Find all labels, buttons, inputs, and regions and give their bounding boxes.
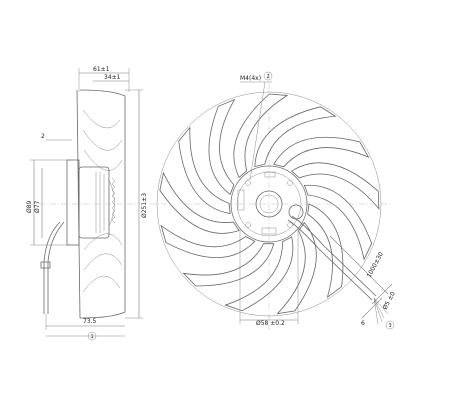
cable-icon [287,204,389,325]
cable-run-a [287,219,373,301]
callout-3-circle [385,320,395,330]
blade-profile [83,253,123,271]
hub-fins [111,177,116,224]
cable-wire-ends [373,297,389,325]
impeller-blade [291,162,380,210]
impeller-blade [273,136,370,168]
impeller-blade [182,243,275,287]
impeller-blades [159,93,380,315]
mount-thread-label: M4(4x) [240,75,261,82]
impeller-back-edge [79,89,126,319]
dia-hub-b-label: Ø77 [34,200,41,213]
callout-2-label: 2 [267,74,270,80]
blade-profile [83,149,123,171]
shaft [259,194,279,214]
dia-hub-a-label: Ø89 [26,200,33,213]
rating-label-bottom [261,227,277,235]
mount-hole-3 [245,222,251,228]
impeller-blade [254,106,337,168]
shaft-bore [255,190,283,218]
bolt-circle-label: Ø58 ±0.2 [256,320,285,327]
wire-strip-b-label: 6 [361,320,365,327]
mount-hole-2 [287,180,293,186]
motor-housing [230,165,308,243]
blade-profile [83,233,123,251]
callout-2-circle [263,71,273,81]
dim-line-wire-strip-b [361,297,383,319]
hub-body [78,166,110,239]
side-view: 61±1 34±1 2 Ø89 Ø77 Ø251±3 [26,66,148,341]
flange-offset-label: 2 [41,133,45,140]
impeller-blade [224,236,294,312]
mount-hole-4 [287,222,293,228]
rating-label-left [237,189,245,211]
impeller-blade [160,224,256,258]
mount-hole-1 [245,180,251,186]
hub-cap [108,179,115,227]
cable-run-b [291,215,377,297]
callout-3-label: 3 [389,323,392,329]
dim-line-wire-strip-a [371,283,393,305]
impeller-blade [276,221,317,315]
callout-1-label: 1 [91,334,94,340]
dia-outer-label: Ø251±3 [141,193,148,218]
impeller-blade [303,184,373,261]
cable-icon [40,221,65,314]
hub-depth-label: 34±1 [104,74,121,81]
hub-flange [66,159,80,246]
callout-1-circle [87,331,97,341]
dim-line-cable-length [329,235,389,295]
rating-label-top [264,171,276,178]
blade-profile [82,275,121,293]
impeller-outline [156,91,382,317]
motor-hub-icon [66,159,116,246]
hub-ribs [95,172,105,233]
wire-strip-a-label: Ø5 ±0 [382,290,397,310]
cable-length-side-label: 73.5 [83,318,97,325]
fan-impeller-icon [76,89,126,319]
front-view: M4(4x) 2 1000±30 Ø5 ±0 6 3 Ø58 ±0.2 [150,71,397,330]
cable-sleeve [40,261,51,269]
impeller-blade [208,98,236,196]
impeller-blade [307,203,344,299]
overall-depth-label: 61±1 [93,66,110,73]
leader-line [249,81,266,181]
blade-profile [82,129,123,151]
impeller-blade [178,126,231,215]
impeller-blade [159,171,240,234]
blade-profile [82,109,121,129]
cable-gland [288,204,304,220]
impeller-front-edge [76,89,81,319]
